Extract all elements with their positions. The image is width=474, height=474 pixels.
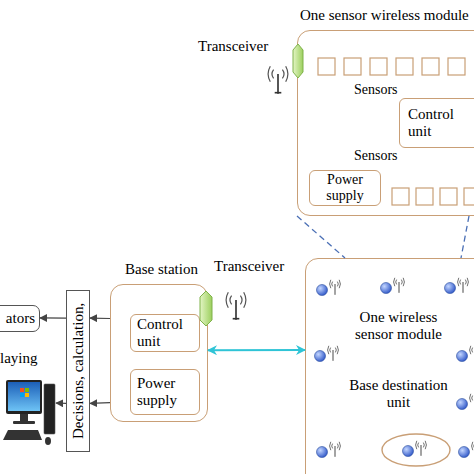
sensor-mote [381, 278, 405, 294]
node-text: Power supply [137, 375, 197, 410]
zoom-line [297, 216, 345, 258]
node-text: laying [0, 350, 38, 367]
sensor-mote [445, 278, 469, 294]
transceiver-symbol [200, 291, 212, 326]
sensor-mote [457, 346, 474, 362]
unit-box: Power supply [130, 369, 200, 415]
node-text: Decisions, calculation, [70, 291, 87, 451]
node-text: Power supply [310, 172, 380, 204]
sensor-square [396, 58, 413, 75]
sensor-mote [315, 346, 339, 362]
sensor-square [370, 58, 387, 75]
unit-box: Power supply [309, 170, 381, 206]
signal-arrow [208, 349, 305, 351]
module-box: Decisions, calculation, [66, 290, 90, 452]
sensor-mote [459, 442, 474, 458]
signal-arrow [90, 402, 110, 404]
sensor-square [416, 188, 433, 205]
part-label: Sensors [354, 148, 398, 164]
antenna-symbol [268, 66, 288, 94]
sensor-square [392, 188, 409, 205]
node-text: Control unit [408, 106, 464, 141]
node-text: Base destination unit [346, 377, 451, 412]
monitor-stand [20, 414, 28, 421]
sensor-square [464, 188, 474, 205]
node-text: One sensor wireless module [300, 7, 469, 24]
node-text: Base station [125, 261, 198, 278]
node-text: ators [0, 310, 35, 327]
module-box: One sensor wireless moduleControl unitPo… [297, 30, 474, 216]
signal-arrow [90, 317, 110, 319]
module-box: ators [0, 305, 40, 332]
sensor-mote [317, 442, 341, 458]
sensor-square [422, 58, 439, 75]
sensor-square [448, 58, 465, 75]
signal-arrow [40, 317, 66, 318]
transceiver-symbol [293, 44, 303, 78]
computer-tower [44, 384, 55, 434]
sensor-square [344, 58, 361, 75]
signal-arrow [56, 402, 66, 404]
antenna-symbol [226, 292, 246, 320]
module-box: One wireless sensor moduleBase destinati… [305, 258, 474, 474]
unit-box: Control unit [130, 314, 200, 352]
part-label: Transceiver [198, 38, 268, 55]
logo-pane [20, 393, 24, 397]
part-label: Sensors [354, 82, 398, 98]
logo-pane [25, 393, 29, 397]
logo-pane [25, 388, 29, 392]
mouse [45, 437, 51, 445]
keyboard [3, 430, 42, 440]
monitor-frame [6, 380, 42, 414]
node-text: One wireless sensor module [346, 309, 451, 344]
unit-box: Control unit [399, 98, 474, 148]
sensor-mote [317, 280, 341, 296]
sensor-mote [457, 394, 474, 410]
monitor-screen [8, 382, 40, 411]
sensor-square [318, 58, 335, 75]
destination-ellipse [382, 434, 450, 466]
module-box: Base stationControl unitPower supply [110, 284, 208, 422]
sensor-mote [403, 441, 427, 457]
module-box: laying [4, 376, 56, 450]
zoom-line [461, 216, 469, 258]
logo-pane [20, 388, 24, 392]
part-label: Transceiver [214, 258, 284, 275]
sensor-square [440, 188, 457, 205]
monitor-base [13, 421, 35, 424]
node-text: Control unit [137, 316, 193, 351]
